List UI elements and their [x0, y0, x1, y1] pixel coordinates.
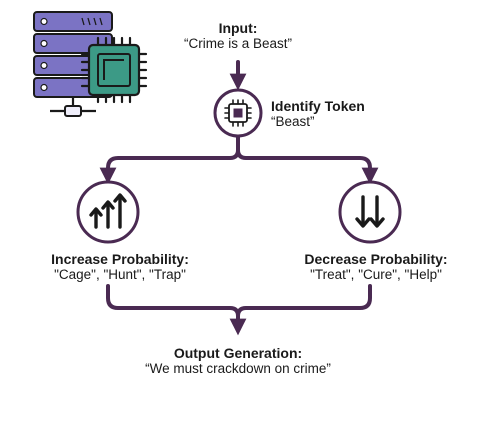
arrow-identify-to-decrease: [236, 148, 379, 185]
arrow-identify-to-increase: [99, 132, 240, 185]
arrows-down-icon: [355, 195, 385, 228]
flow-connectors: [99, 60, 379, 336]
identify-title: Identify Token: [271, 98, 365, 114]
arrow-decrease-to-output: [236, 284, 372, 318]
decrease-label-group: Decrease Probability: "Treat", "Cure", "…: [276, 251, 476, 283]
decrease-title: Decrease Probability:: [304, 251, 448, 267]
input-title: Input:: [218, 20, 258, 36]
identify-label-group: Identify Token “Beast”: [271, 98, 365, 130]
increase-text: "Cage", "Hunt", "Trap": [54, 267, 186, 283]
microchip-icon: [80, 36, 148, 104]
output-text: “We must crackdown on crime”: [145, 361, 331, 377]
small-chip-icon: [224, 99, 252, 127]
decrease-probability-node: [338, 180, 402, 244]
decrease-text: "Treat", "Cure", "Help": [310, 267, 442, 283]
arrows-up-icon: [89, 193, 127, 229]
identify-token-node: [213, 88, 263, 138]
output-title: Output Generation:: [173, 345, 303, 361]
increase-title: Increase Probability:: [51, 251, 189, 267]
input-text: “Crime is a Beast”: [183, 36, 293, 52]
increase-probability-node: [76, 180, 140, 244]
input-label-group: Input: “Crime is a Beast”: [138, 20, 338, 52]
arrow-increase-to-output: [106, 284, 247, 336]
increase-label-group: Increase Probability: "Cage", "Hunt", "T…: [20, 251, 220, 283]
output-label-group: Output Generation: “We must crackdown on…: [88, 345, 388, 377]
identify-text: “Beast”: [271, 114, 315, 130]
